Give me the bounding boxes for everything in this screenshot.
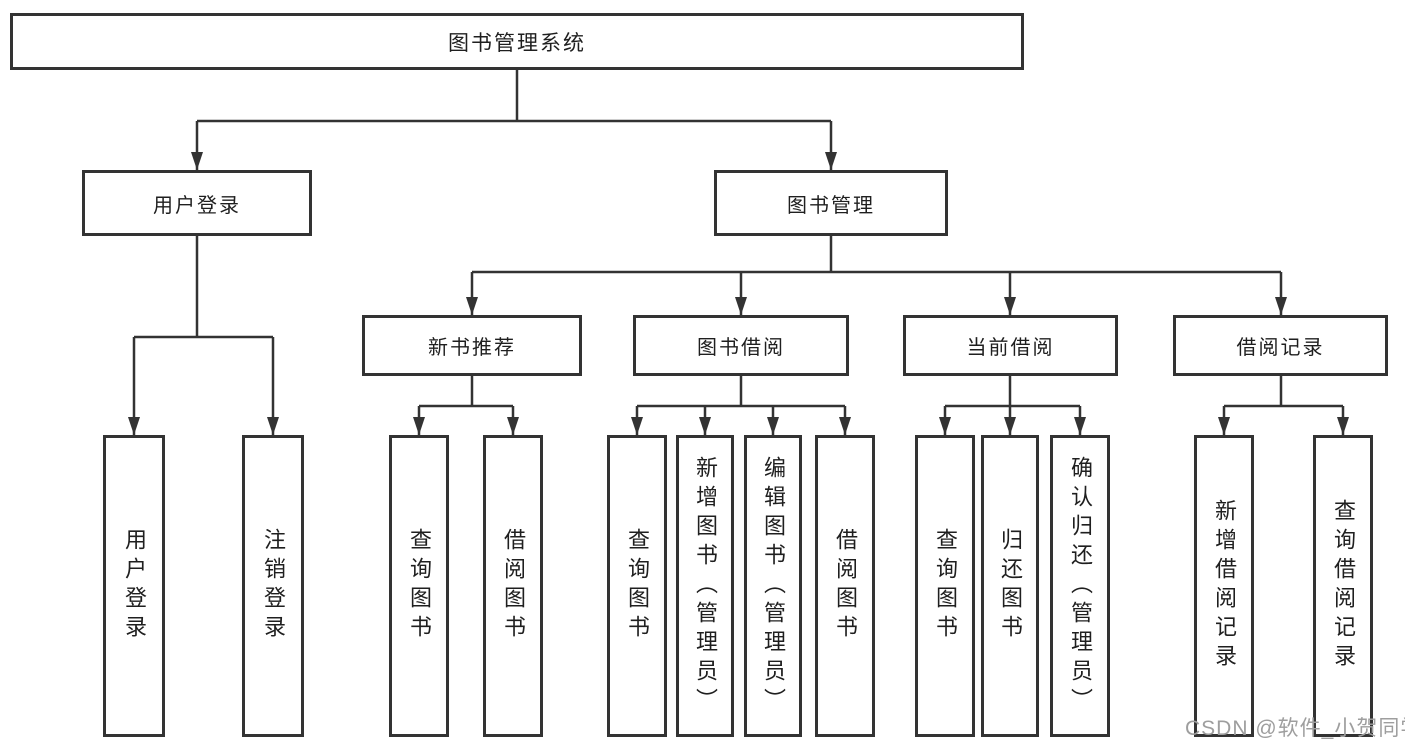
leaf-query-borrow-record: 查询借阅记录 — [1313, 435, 1373, 737]
node-label: 新增图书（管理员） — [693, 455, 718, 717]
leaf-edit-books-admin: 编辑图书（管理员） — [744, 435, 802, 737]
node-book-management: 图书管理 — [714, 170, 948, 236]
leaf-add-borrow-record: 新增借阅记录 — [1194, 435, 1254, 737]
node-label: 编辑图书（管理员） — [761, 455, 786, 717]
node-borrowing-records: 借阅记录 — [1173, 315, 1388, 376]
node-label: 图书管理 — [787, 194, 875, 217]
leaf-add-books-admin: 新增图书（管理员） — [676, 435, 734, 737]
node-label: 归还图书 — [998, 528, 1023, 644]
node-label: 借阅图书 — [501, 528, 526, 644]
node-label: 当前借阅 — [966, 337, 1055, 359]
node-user-login: 用户登录 — [82, 170, 312, 236]
leaf-query-books-3: 查询图书 — [915, 435, 975, 737]
leaf-user-login: 用户登录 — [103, 435, 165, 737]
node-label: 查询图书 — [625, 528, 650, 644]
leaf-query-books-2: 查询图书 — [607, 435, 667, 737]
node-new-book-recommend: 新书推荐 — [362, 315, 582, 376]
leaf-borrow-books-1: 借阅图书 — [483, 435, 543, 737]
node-label: 新增借阅记录 — [1212, 499, 1237, 673]
node-label: 用户登录 — [153, 194, 241, 217]
leaf-return-books: 归还图书 — [981, 435, 1039, 737]
node-label: 借阅记录 — [1236, 337, 1325, 359]
leaf-confirm-return-admin: 确认归还（管理员） — [1050, 435, 1110, 737]
node-label: 注销登录 — [261, 528, 286, 644]
node-label: 查询图书 — [407, 528, 432, 644]
node-label: 借阅图书 — [833, 528, 858, 644]
node-label: 新书推荐 — [428, 337, 516, 359]
node-current-borrowing: 当前借阅 — [903, 315, 1118, 376]
leaf-borrow-books-2: 借阅图书 — [815, 435, 875, 737]
node-book-borrowing: 图书借阅 — [633, 315, 849, 376]
leaf-query-books-1: 查询图书 — [389, 435, 449, 737]
node-label: 图书借阅 — [697, 337, 785, 359]
node-label: 图书管理系统 — [448, 31, 586, 55]
node-label: 查询借阅记录 — [1331, 499, 1356, 673]
node-label: 查询图书 — [933, 528, 958, 644]
node-label: 确认归还（管理员） — [1068, 455, 1093, 717]
node-label: 用户登录 — [122, 528, 147, 644]
node-root-library-system: 图书管理系统 — [10, 13, 1024, 70]
leaf-logout: 注销登录 — [242, 435, 304, 737]
csdn-watermark: CSDN @软件_小贺同学 — [1185, 717, 1405, 740]
